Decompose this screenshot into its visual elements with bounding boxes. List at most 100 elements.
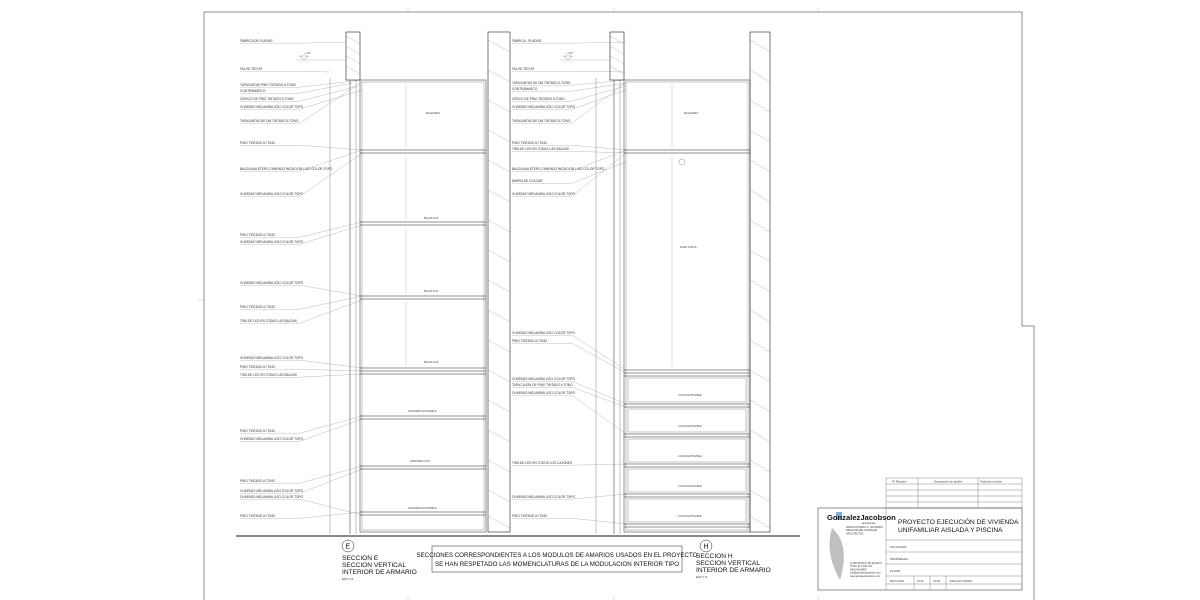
mid-leader-lines	[512, 41, 627, 525]
left-label-2: TAPAJUNTAS PINO TINTADO A TONO	[240, 83, 296, 87]
mid-label-3: CONTRAMARCO	[512, 87, 538, 91]
h-ceiling-level: + 270	[566, 51, 573, 55]
brand-sub: arquitectos	[862, 521, 876, 525]
left-leader-0	[240, 41, 347, 44]
left-label-9: CHAPADO MELAMINA LISO COLOR TOPO	[240, 192, 304, 196]
note-line1: SECCIONES CORRESPONDIENTES A LOS MODULOS…	[417, 552, 698, 559]
left-label-14: TIRA DE LED EN TODAS LAS BALDAS	[240, 319, 297, 323]
left-leader-2	[240, 79, 363, 88]
e-inner-labels: MALETERO BALDA FIJA BALDA FIJA BALDA FIJ…	[408, 111, 440, 510]
mid-label-4: CERCO DE PINO TINTADO A TONO	[512, 97, 565, 101]
section-e-letter: E	[346, 544, 351, 551]
note-line2: SE HAN RESPETADO LAS MOMENCLATURAS DE LA…	[435, 561, 679, 568]
left-label-11: CHAPADO MELAMINA LISO COLOR TOPO	[240, 240, 304, 244]
left-label-23: PINO TINTADO A TONO	[240, 514, 276, 518]
section-h-title1: SECCION H	[696, 553, 733, 560]
mid-label-1: FALSO TECHO	[512, 67, 535, 71]
e-ceiling-level: + 270	[304, 51, 311, 55]
left-leader-14	[240, 299, 363, 324]
left-leader-16	[240, 369, 363, 372]
e-label-maletero: MALETERO	[426, 111, 440, 115]
mid-leader-7	[512, 145, 627, 151]
title-block: Nº Revisión Descripción de cambio Fecha …	[817, 477, 1023, 591]
mid-label-18: CHAPADO MELAMINA LISO COLOR TOPO	[512, 495, 576, 499]
mid-leader-6	[512, 81, 627, 124]
left-label-21: CHAPADO MELAMINA LISO COLOR TOPO	[240, 489, 304, 493]
field-plano: PLANO:	[890, 569, 901, 573]
section-e-title2: SECCION VERTICAL	[342, 562, 406, 569]
section-h-drawing: + 270	[560, 31, 771, 534]
logo-leaf-graphic	[829, 528, 844, 580]
left-leader-17	[240, 373, 363, 378]
left-leader-11	[240, 224, 363, 245]
mid-label-9: BALDA MALETERO CHAPADO IMITACION LISO CO…	[512, 167, 605, 171]
left-label-6: TAPAJUNTAS DE DM TINTADO A TONO	[240, 119, 299, 123]
mid-label-6: TAPAJUNTAS DE DM TINTADO A TONO	[512, 119, 571, 123]
left-label-16: PINO TINTADO A TONO	[240, 365, 276, 369]
mid-leader-0	[512, 41, 627, 44]
e-shelves	[360, 149, 486, 516]
left-leader-3	[240, 82, 353, 94]
left-label-19: CHAPADO MELAMINA LISO COLOR TOPO	[240, 437, 304, 441]
section-h-bubble	[699, 539, 713, 553]
h-shelves	[624, 149, 750, 528]
mid-label-0: FABRICA - PLADUR	[512, 39, 542, 43]
h-label-maletero: MALETERO	[684, 111, 698, 115]
section-e-title1: SECCION E	[342, 555, 379, 562]
mid-leader-10	[512, 161, 627, 184]
section-e-title3: INTERIOR DE ARMARIO	[342, 569, 417, 576]
left-leader-6	[240, 81, 363, 124]
left-leader-18	[240, 415, 363, 434]
mid-leader-12	[512, 335, 627, 371]
h-label-cajon5: CAJON EXTRAIBLE	[678, 514, 702, 518]
e-label-zap2: ZAPATERO FIJO	[410, 459, 430, 463]
e-label-balda1: BALDA FIJA	[424, 216, 439, 220]
e-label-zap1: ZAPATERO EXTRAIBLE	[408, 409, 437, 413]
brand-name: GonzalezJacobson	[827, 513, 896, 522]
mid-leader-15	[512, 387, 627, 408]
left-leader-23	[240, 511, 363, 519]
rev-header-desc: Descripción de cambio	[934, 480, 963, 484]
left-label-10: PINO TINTADO A TONO	[240, 233, 276, 237]
left-leader-9	[240, 152, 363, 197]
left-leader-5	[240, 89, 363, 110]
left-leader-4	[240, 85, 359, 102]
project-title-line2: UNIFAMILIAR AISLADA Y PISCINA	[898, 527, 1003, 534]
mid-annotation-labels: FABRICA - PLADUR FALSO TECHO TAPAJUNTAS DE…	[512, 39, 605, 518]
mid-label-2: TAPAJUNTAS DE DM TINTADO A TONO	[512, 81, 571, 85]
left-label-5: CHAPADO MELAMINA LISO COLOR TOPO	[240, 105, 304, 109]
mid-leader-8	[512, 151, 627, 154]
mid-leader-2	[512, 79, 627, 86]
mid-label-19: PINO TINTADO A TONO	[512, 514, 548, 518]
section-h-title: H SECCION H SECCION VERTICAL INTERIOR DE…	[696, 539, 771, 579]
e-label-zap3: ZAPATERO EXTRAIBLE	[408, 506, 437, 510]
logo-accent	[836, 512, 842, 520]
e-label-balda2: BALDA FIJA	[424, 289, 439, 293]
field-propiedad: PROPIEDAD:	[890, 557, 909, 561]
mid-leader-3	[512, 82, 627, 92]
rev-header-date: Fecha de revisión	[980, 480, 1003, 484]
e-label-balda3: BALDA FIJA	[424, 360, 439, 364]
mid-leader-19	[512, 518, 627, 525]
cell-code: CA 05	[933, 579, 941, 583]
mid-label-17: TIRA DE LED EN TODOS LOS CAJONES	[512, 461, 572, 465]
left-label-13: PINO TINTADO A TONO	[240, 305, 276, 309]
left-leader-13	[240, 295, 363, 310]
mid-leader-14	[512, 381, 627, 405]
central-wall	[487, 31, 511, 533]
section-h-letter: H	[704, 544, 709, 551]
mid-leader-9	[512, 149, 627, 172]
rev-header-num: Nº Revisión	[892, 480, 907, 484]
mid-leader-4	[512, 85, 627, 102]
cell-scale: ESCALAS VARIAS	[950, 579, 972, 583]
section-h-title2: SECCION VERTICAL	[696, 560, 760, 567]
mid-label-14: CHAPADO MELAMINA LISO COLOR TOPO	[512, 377, 576, 381]
mid-label-8: TIRA DE LED EN TODAS LAS BALDAS	[512, 147, 569, 151]
left-label-17: TIRA DE LED EN TODAS LAS BALDAS	[240, 373, 297, 377]
left-leader-15	[240, 360, 363, 369]
left-leader-20	[240, 465, 363, 484]
sheet-border	[198, 8, 1035, 600]
